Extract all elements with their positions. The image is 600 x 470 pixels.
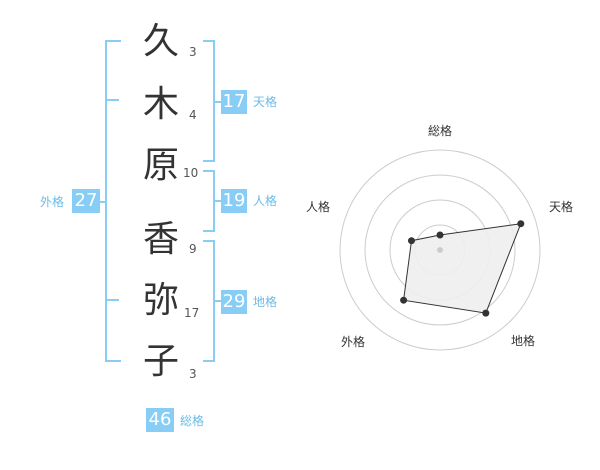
stroke-count-1: 3 xyxy=(189,45,197,59)
radar-polygon xyxy=(403,223,522,314)
radar-point-5 xyxy=(408,237,415,245)
gaikaku-value: 27 xyxy=(72,189,100,213)
radar-label-chikaku: 地格 xyxy=(511,334,536,348)
name-char-1: 久 xyxy=(143,21,180,62)
radar-point-3 xyxy=(482,309,490,317)
gaikaku-bracket-tick-1 xyxy=(105,99,119,101)
stroke-count-6: 3 xyxy=(189,367,197,381)
tenkaku-label: 天格 xyxy=(253,95,278,109)
radar-grid-ring xyxy=(364,174,516,326)
radar-point-2 xyxy=(517,220,525,228)
radar-center-dot xyxy=(437,247,443,253)
gaikaku-bracket xyxy=(105,40,121,362)
stroke-count-5: 17 xyxy=(184,306,200,320)
radar-label-soukaku: 総格 xyxy=(428,124,453,138)
chikaku-value: 29 xyxy=(221,290,247,314)
soukaku-value: 46 xyxy=(146,408,174,432)
name-char-2: 木 xyxy=(143,84,180,125)
name-char-4: 香 xyxy=(143,219,180,260)
name-char-6: 子 xyxy=(143,341,180,382)
radar-point-4 xyxy=(400,296,408,304)
stroke-count-4: 9 xyxy=(189,242,197,256)
tenkaku-value: 17 xyxy=(221,90,247,114)
radar-grid-ring xyxy=(339,149,541,351)
jinkaku-value: 19 xyxy=(221,189,247,213)
name-char-5: 弥 xyxy=(143,280,180,321)
radar-label-gaikaku: 外格 xyxy=(341,335,366,349)
soukaku-label: 総格 xyxy=(180,414,205,428)
radar-point-1 xyxy=(436,231,444,239)
gaikaku-label: 外格 xyxy=(40,195,65,209)
jinkaku-bracket-connector xyxy=(213,200,222,202)
radar-label-jinkaku: 人格 xyxy=(306,200,331,214)
tenkaku-bracket-connector xyxy=(213,101,222,103)
jinkaku-label: 人格 xyxy=(253,194,278,208)
gaikaku-bracket-tick-2 xyxy=(105,299,119,301)
gaikaku-bracket-connector xyxy=(100,201,106,203)
chikaku-bracket-connector xyxy=(213,300,222,302)
stroke-count-3: 10 xyxy=(183,166,199,180)
stroke-count-2: 4 xyxy=(189,108,197,122)
radar-label-tenkaku: 天格 xyxy=(549,200,574,214)
chikaku-label: 地格 xyxy=(253,295,278,309)
name-char-3: 原 xyxy=(143,145,180,186)
